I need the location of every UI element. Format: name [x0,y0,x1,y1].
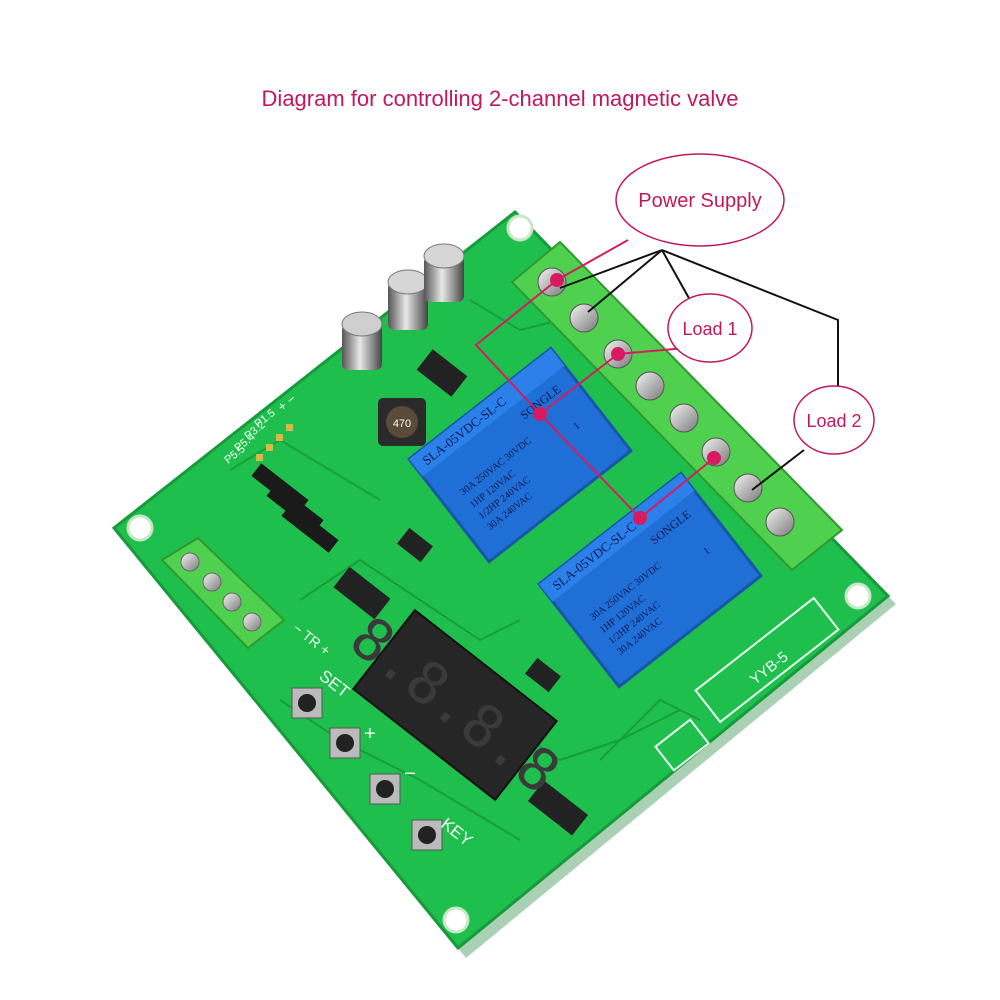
minus-button-label: − [404,763,416,785]
set-button[interactable] [291,687,323,719]
ic-chip [527,780,589,836]
screw [765,507,795,537]
screw [569,303,599,333]
inductor-label: 470 [393,418,411,430]
pcb-board [111,209,896,958]
screw [180,552,200,572]
annotation-leaders [559,249,839,491]
link-dot [633,511,647,525]
callout-power-supply-text: Power Supply [638,190,761,212]
link-dot [533,407,547,421]
terminal-screws [537,267,795,537]
screw [733,473,763,503]
callout-load-2-text: Load 2 [806,411,861,431]
plus-button[interactable] [329,727,361,759]
callout-load-1: Load 1 [667,293,753,363]
screw [635,371,665,401]
relay-number: 1 [702,545,713,557]
load-2-leader [751,449,805,491]
pcb-traces [229,299,701,841]
power-supply-leader [661,249,691,301]
screw [242,612,262,632]
capacitors [341,243,465,370]
model-label: YYB-5 [654,596,840,772]
screw [669,403,699,433]
output-terminal-strip [510,240,844,572]
ic-chip [416,349,468,397]
power-supply-link [556,239,629,281]
ic-chip [525,657,561,693]
link-dot [550,273,564,287]
link-dot [611,347,625,361]
minus-button[interactable] [369,773,401,805]
load-1-link [538,353,715,520]
power-supply-leader [587,249,663,313]
power-supply-link [474,279,558,415]
link-dot [707,451,721,465]
ic-chip [397,527,433,563]
screw [202,572,222,592]
screw [222,592,242,612]
inductor: 470 [378,398,426,446]
plus-button-label: + [364,723,376,745]
mount-hole [506,214,534,242]
power-supply-leader [559,249,663,289]
mount-hole [844,582,872,610]
callout-power-supply: Power Supply [615,153,785,247]
load-1-link [617,347,687,355]
mount-hole [126,514,154,542]
power-supply-leader [661,249,839,388]
ic-chips [251,349,589,836]
mount-hole [442,906,470,934]
diagram-title: Diagram for controlling 2-channel magnet… [261,86,739,111]
callout-load-2: Load 2 [793,385,875,455]
ic-chip [333,566,391,620]
callout-load-1-text: Load 1 [682,319,737,339]
relay-number: 1 [572,420,583,432]
key-button[interactable] [411,819,443,851]
annotation-links [474,239,721,525]
